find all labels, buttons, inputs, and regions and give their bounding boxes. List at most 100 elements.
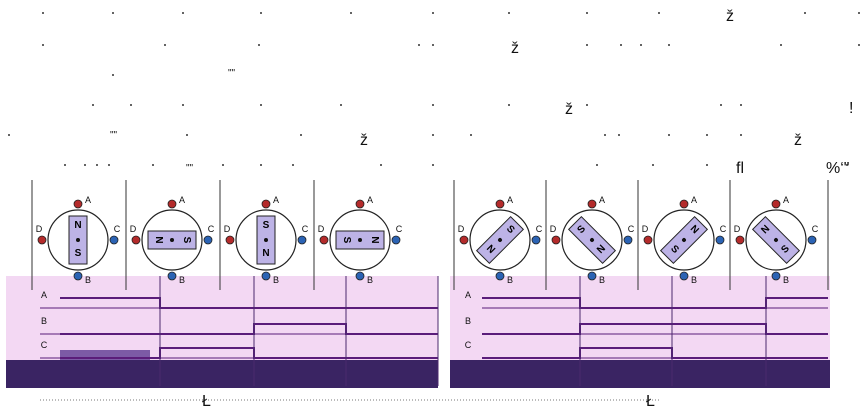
dot bbox=[84, 164, 86, 166]
dot bbox=[508, 104, 510, 106]
dot bbox=[164, 44, 166, 46]
half-step-4-label-D: D bbox=[734, 224, 741, 234]
dot bbox=[182, 12, 184, 14]
glyph-2: ž bbox=[511, 40, 519, 57]
dot bbox=[652, 164, 654, 166]
full-step-1-label-C: C bbox=[114, 224, 121, 234]
full-step-1-pole-0: N bbox=[74, 220, 81, 231]
half-step-3-label-C: C bbox=[720, 224, 727, 234]
glyph-5: ž bbox=[360, 132, 368, 149]
dot bbox=[260, 104, 262, 106]
full-step-3-label-A: A bbox=[273, 195, 279, 205]
full-step-4-terminal-D bbox=[319, 235, 329, 245]
full-step-3-terminal-A bbox=[261, 199, 271, 209]
full-step-1-label-D: D bbox=[36, 224, 43, 234]
dot bbox=[42, 12, 44, 14]
full-step-3-pole-1: N bbox=[262, 248, 269, 259]
full-step-2-terminal-A bbox=[167, 199, 177, 209]
half-step-1-label-A: A bbox=[507, 195, 513, 205]
dot bbox=[470, 134, 472, 136]
full-step-2-label-C: C bbox=[208, 224, 215, 234]
half-signal-B bbox=[482, 323, 828, 335]
half-step-4-terminal-B bbox=[771, 271, 781, 281]
full-timing-label-C: C bbox=[41, 340, 48, 350]
full-step-1-label-B: B bbox=[85, 275, 91, 285]
full-step-4-label-A: A bbox=[367, 195, 373, 205]
bottom-leaders bbox=[40, 399, 660, 401]
dot bbox=[8, 134, 10, 136]
dot bbox=[432, 104, 434, 106]
glyph-6: ž bbox=[794, 132, 802, 149]
half-step-1-label-B: B bbox=[507, 275, 513, 285]
dot bbox=[706, 134, 708, 136]
half-step-1-terminal-A bbox=[495, 199, 505, 209]
half-step-3-rotor-magnet: NS bbox=[659, 215, 709, 265]
dot bbox=[350, 12, 352, 14]
full-signal-B bbox=[60, 323, 438, 335]
half-step-2-label-C: C bbox=[628, 224, 635, 234]
half-step-2-label-D: D bbox=[550, 224, 557, 234]
full-step-3-label-D: D bbox=[224, 224, 231, 234]
dot bbox=[740, 134, 742, 136]
half-step-4-label-A: A bbox=[783, 195, 789, 205]
half-step-4-terminal-A bbox=[771, 199, 781, 209]
dot bbox=[780, 44, 782, 46]
glyph-4: ž bbox=[565, 101, 573, 118]
half-step-1-terminal-D bbox=[459, 235, 469, 245]
dot bbox=[432, 164, 434, 166]
dot bbox=[508, 12, 510, 14]
full-step-2-pole-1: N bbox=[153, 236, 164, 243]
half-timing-label-B: B bbox=[465, 316, 471, 326]
dot bbox=[858, 44, 860, 46]
full-step-2-terminal-C bbox=[203, 235, 213, 245]
full-step-2-terminal-B bbox=[167, 271, 177, 281]
dot bbox=[720, 104, 722, 106]
half-step-4-terminal-C bbox=[807, 235, 817, 245]
half-step-4-terminal-D bbox=[735, 235, 745, 245]
dot bbox=[42, 44, 44, 46]
dot bbox=[586, 12, 588, 14]
dot bbox=[186, 134, 188, 136]
half-step-3-terminal-D bbox=[643, 235, 653, 245]
glyph-10: "" bbox=[110, 130, 118, 141]
glyph-7: fl bbox=[736, 160, 744, 177]
dot bbox=[432, 134, 434, 136]
dot bbox=[432, 12, 434, 14]
half-signal-A bbox=[482, 297, 828, 309]
full-step-4-rotor-magnet: NS bbox=[335, 230, 385, 250]
full-step-4-terminal-A bbox=[355, 199, 365, 209]
half-step-2-label-B: B bbox=[599, 275, 605, 285]
full-step-2-rotor-magnet: SN bbox=[147, 230, 197, 250]
full-step-2-terminal-D bbox=[131, 235, 141, 245]
full-signal-C bbox=[60, 347, 438, 359]
dot bbox=[300, 134, 302, 136]
half-step-1-label-C: C bbox=[536, 224, 543, 234]
full-step-3-terminal-D bbox=[225, 235, 235, 245]
full-step-1-pole-1: S bbox=[75, 248, 82, 259]
half-step-3-terminal-B bbox=[679, 271, 689, 281]
dot bbox=[112, 74, 114, 76]
glyph-1: ž bbox=[726, 8, 734, 25]
dot bbox=[668, 44, 670, 46]
dot bbox=[640, 44, 642, 46]
dot bbox=[380, 164, 382, 166]
half-step-2-terminal-A bbox=[587, 199, 597, 209]
overlay-band bbox=[60, 350, 150, 360]
full-step-1-label-A: A bbox=[85, 195, 91, 205]
glyph-3: ! bbox=[849, 100, 854, 117]
half-step-2-terminal-C bbox=[623, 235, 633, 245]
full-step-4-pole-0: N bbox=[369, 236, 380, 243]
dot bbox=[586, 104, 588, 106]
half-step-1-label-D: D bbox=[458, 224, 465, 234]
half-step-1-terminal-C bbox=[531, 235, 541, 245]
dot bbox=[604, 134, 606, 136]
dot bbox=[292, 164, 294, 166]
full-step-1-terminal-D bbox=[37, 235, 47, 245]
half-timing-label-C: C bbox=[465, 340, 472, 350]
dot bbox=[260, 164, 262, 166]
dot bbox=[858, 12, 860, 14]
dot bbox=[92, 104, 94, 106]
half-signal-C bbox=[482, 347, 828, 359]
dot bbox=[618, 134, 620, 136]
full-step-4-pole-1: S bbox=[341, 237, 352, 244]
